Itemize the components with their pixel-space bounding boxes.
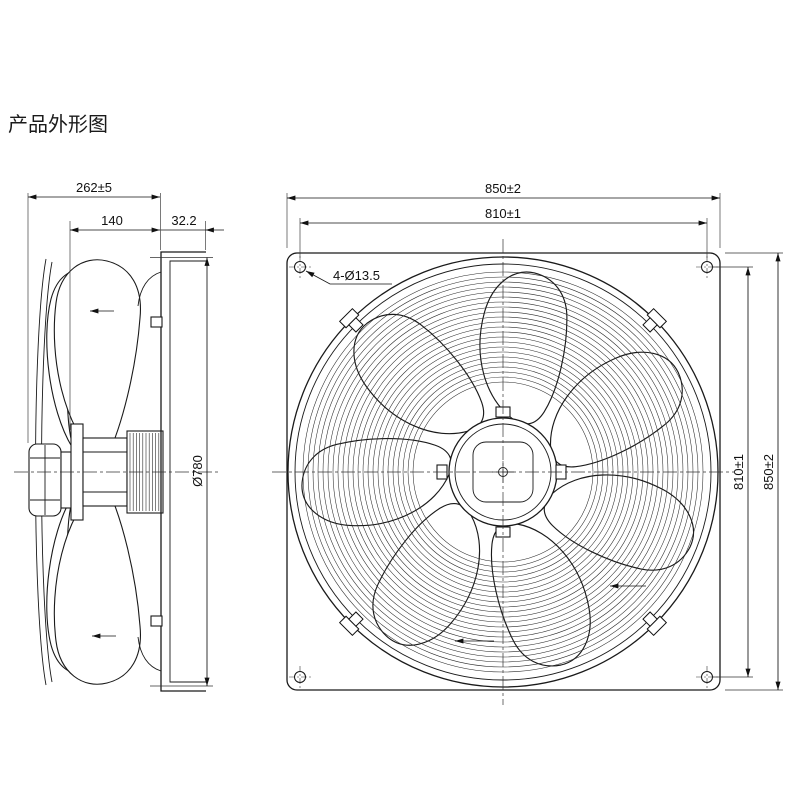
dim-plate-depth: 32.2 bbox=[171, 213, 196, 228]
dim-hole-spacing-top: 810±1 bbox=[485, 206, 521, 221]
direction-arrows-front bbox=[455, 583, 646, 644]
direction-arrows-side bbox=[89, 308, 116, 639]
dim-plate-width-top: 850±2 bbox=[485, 181, 521, 196]
front-view: 850±2 810±1 4-Ø13.5 810±1 850±2 bbox=[272, 181, 783, 705]
page-title: 产品外形图 bbox=[8, 113, 108, 136]
side-dimensions: 262±5 140 32.2 Ø780 bbox=[27, 180, 224, 687]
dim-mounting-holes: 4-Ø13.5 bbox=[333, 268, 380, 283]
guard-clip-side bbox=[150, 615, 163, 627]
dim-total-depth: 262±5 bbox=[76, 180, 112, 195]
dim-impeller-to-plate: 140 bbox=[101, 213, 123, 228]
motor-neck bbox=[60, 451, 72, 509]
front-dimensions: 850±2 810±1 4-Ø13.5 810±1 850±2 bbox=[286, 181, 783, 691]
guard-clip-side bbox=[150, 316, 163, 328]
wall-plate-side bbox=[137, 251, 206, 692]
hole-callout-leader bbox=[305, 270, 392, 285]
mounting-holes bbox=[289, 256, 718, 688]
dim-plate-height-right: 850±2 bbox=[761, 454, 776, 490]
wall-plate-front bbox=[286, 252, 721, 691]
dim-hole-spacing-right: 810±1 bbox=[731, 454, 746, 490]
impeller-side-blades bbox=[46, 259, 141, 685]
dim-impeller-diameter: Ø780 bbox=[190, 455, 205, 487]
side-view: 262±5 140 32.2 Ø780 bbox=[14, 180, 224, 692]
